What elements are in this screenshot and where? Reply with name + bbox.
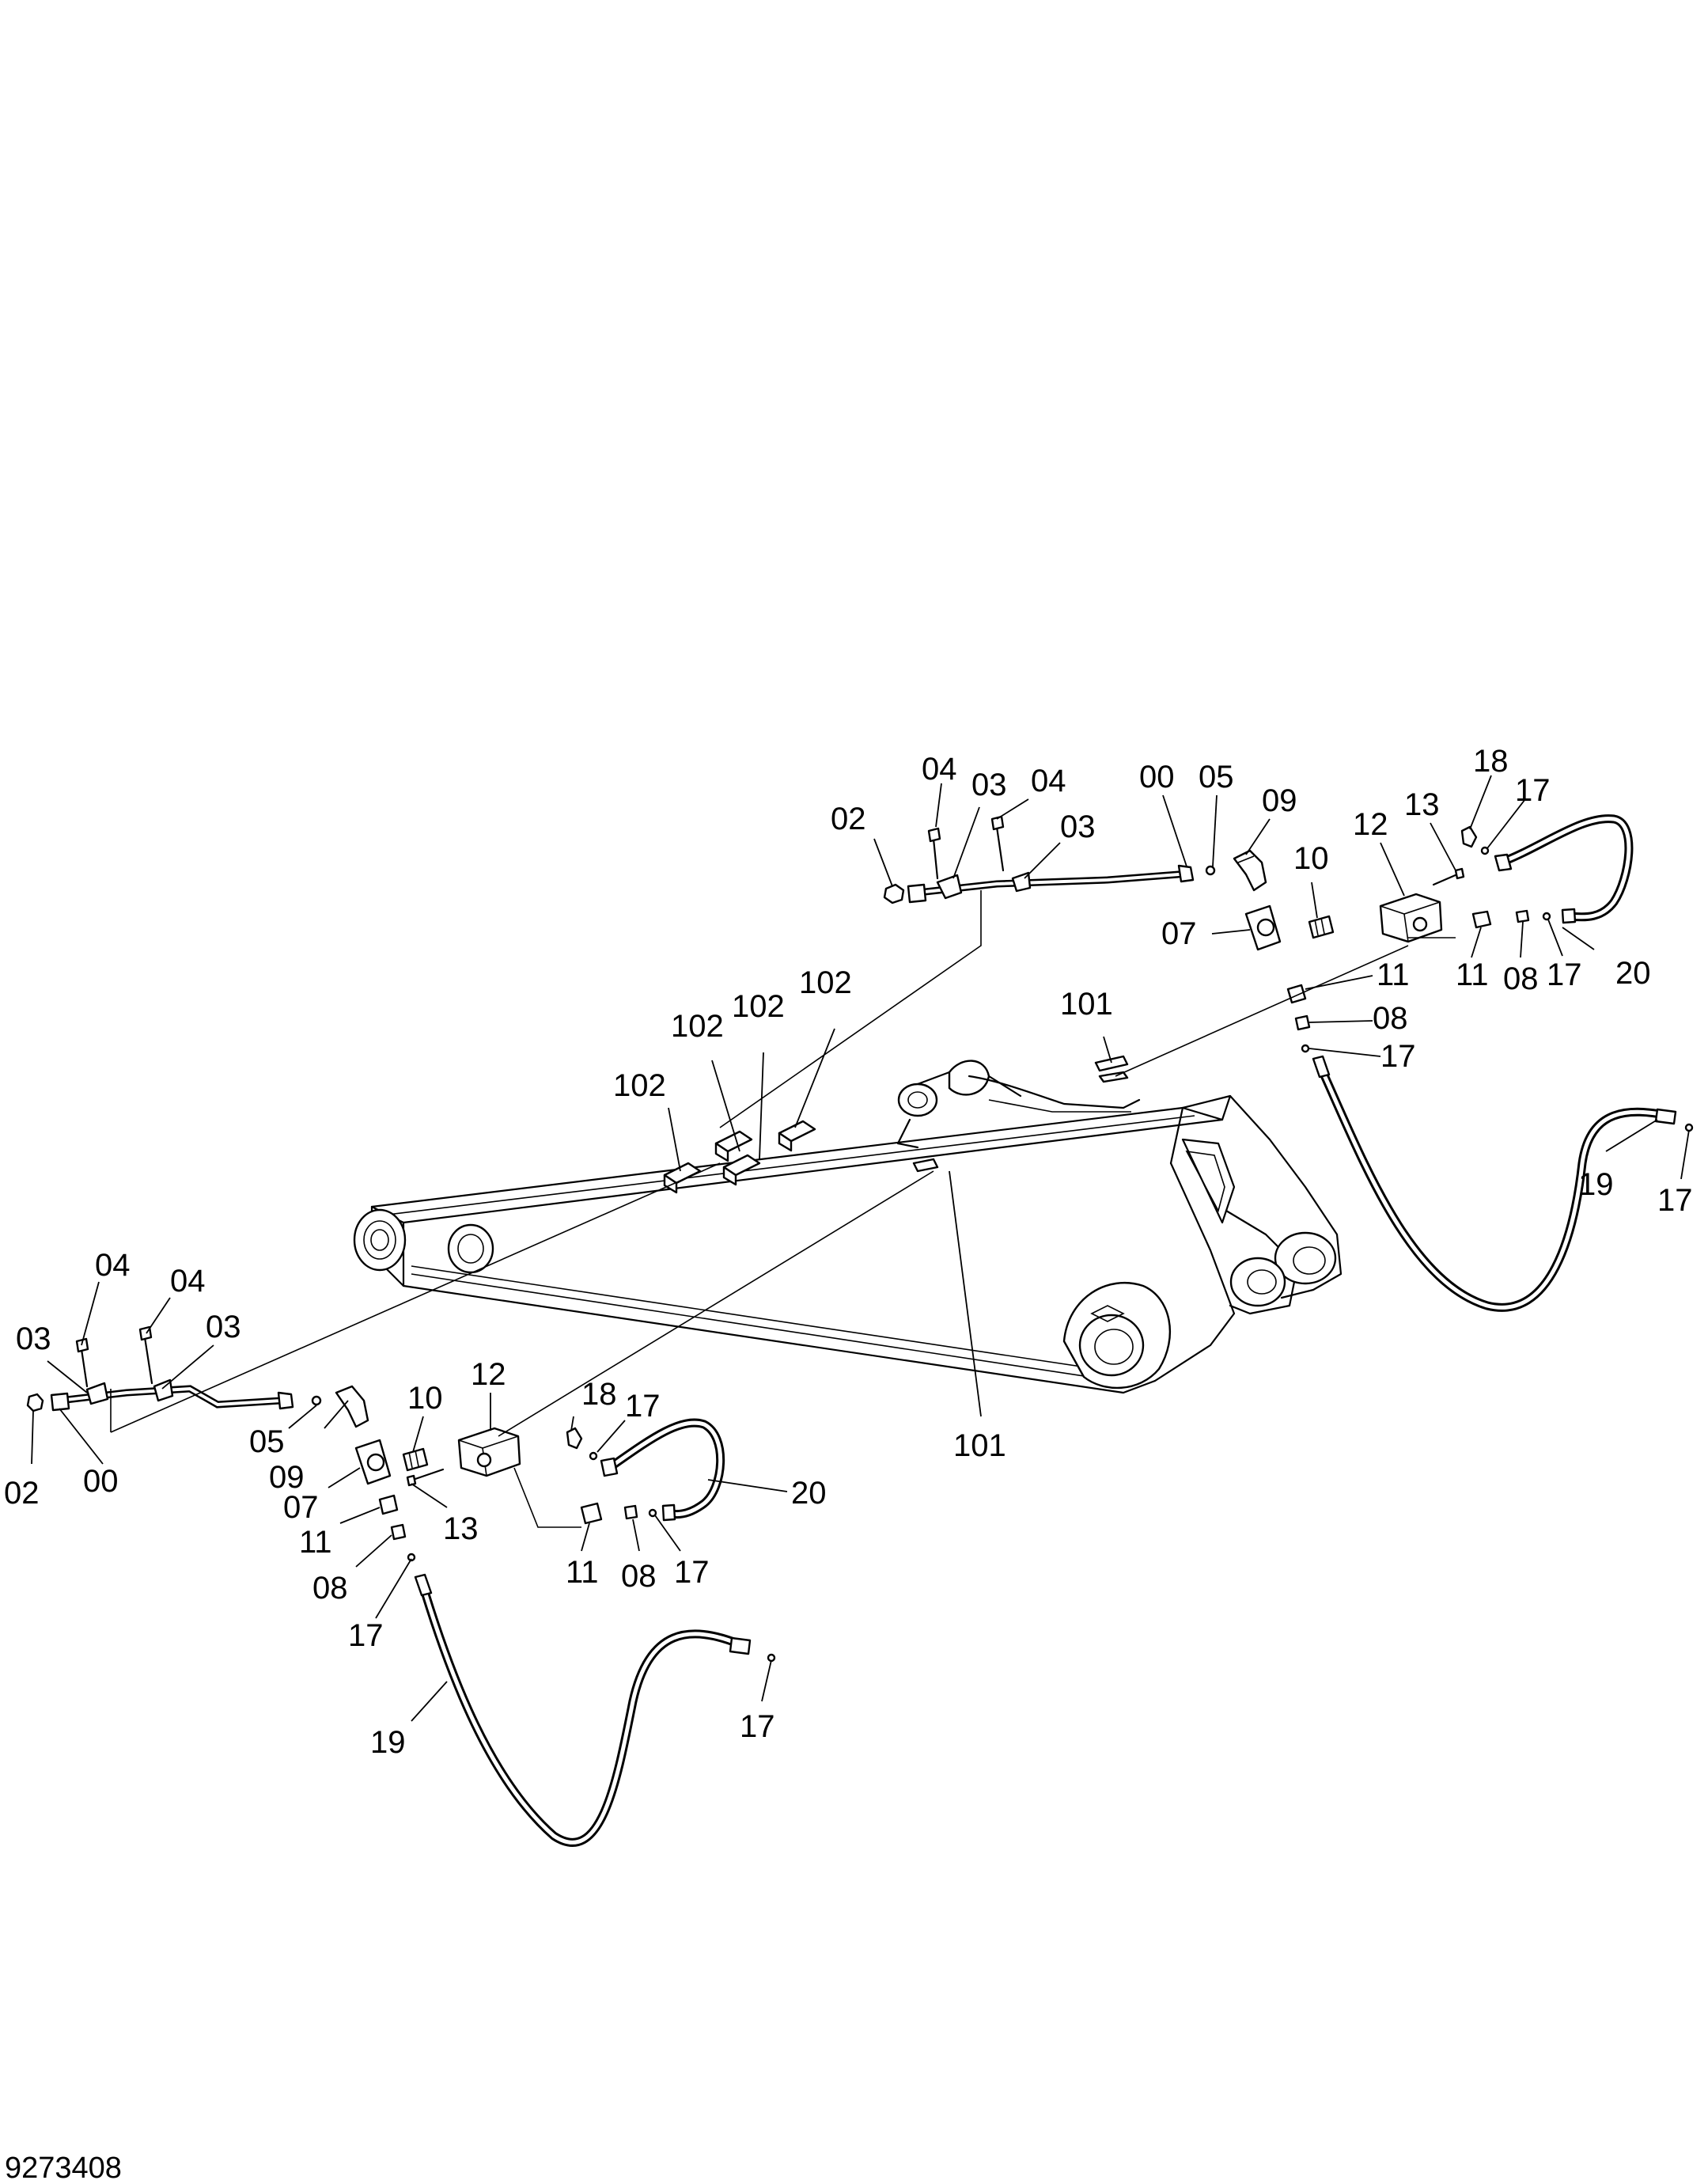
callout-04-top-a: 04: [922, 752, 957, 787]
callout-17-top-b: 17: [1380, 1039, 1416, 1074]
callout-11-top-a: 11: [1377, 957, 1410, 992]
callout-07-bot: 07: [283, 1490, 319, 1525]
callout-leaders: [31, 775, 1690, 1722]
top-pipe-assembly: [883, 814, 1694, 1312]
callout-18-bot: 18: [581, 1377, 617, 1412]
callout-17-top-d: 17: [1657, 1183, 1693, 1218]
callout-04-top-b: 04: [1031, 764, 1066, 798]
callout-17-bot-a: 17: [625, 1389, 661, 1424]
drawing-number: 9273408: [5, 2152, 122, 2184]
bottom-pipe-assembly: [26, 1325, 776, 1847]
boom-arm: [353, 1060, 1343, 1394]
callout-102-d: 102: [799, 965, 852, 1000]
callout-04-bot-a: 04: [95, 1248, 131, 1283]
callout-03-top-b: 03: [1060, 810, 1096, 844]
callout-102-b: 102: [671, 1009, 724, 1044]
callout-04-bot-b: 04: [170, 1264, 206, 1299]
callout-19-bot: 19: [370, 1725, 406, 1760]
callout-17-bot-b: 17: [348, 1618, 384, 1653]
callout-17-top-a: 17: [1515, 773, 1551, 808]
callout-101-top: 101: [1060, 987, 1113, 1022]
callout-11-bot-a: 11: [299, 1525, 332, 1560]
callout-12-top: 12: [1353, 807, 1388, 842]
callout-08-top-b: 08: [1503, 961, 1539, 996]
callout-13-top: 13: [1404, 787, 1440, 822]
callout-102-a: 102: [613, 1068, 666, 1103]
connection-lines: [110, 890, 1456, 1528]
callout-09-bot: 09: [269, 1460, 305, 1495]
callout-19-top: 19: [1578, 1167, 1614, 1202]
callout-17-top-c: 17: [1547, 957, 1582, 992]
callout-17-bot-c: 17: [674, 1555, 710, 1590]
callout-18-top: 18: [1473, 744, 1509, 779]
callout-20-top: 20: [1615, 956, 1651, 991]
callout-05-top: 05: [1199, 760, 1234, 794]
callout-labels: 02 04 03 04 03 00 05 09 10 12 13 18 17 0…: [4, 744, 1693, 1760]
callout-102-c: 102: [732, 989, 785, 1024]
callout-03-bot-a: 03: [16, 1321, 51, 1356]
callout-00-bot: 00: [83, 1464, 119, 1499]
callout-13-bot: 13: [443, 1511, 479, 1546]
callout-10-bot: 10: [407, 1381, 443, 1416]
nut-02-top: [883, 883, 905, 904]
callout-02-bot: 02: [4, 1476, 40, 1511]
callout-11-top-b: 11: [1456, 957, 1489, 992]
callout-08-top-a: 08: [1373, 1001, 1408, 1036]
callout-07-top: 07: [1161, 916, 1197, 951]
callout-12-bot: 12: [471, 1357, 506, 1392]
callout-101-bottom: 101: [953, 1428, 1006, 1463]
callout-03-bot-b: 03: [206, 1310, 241, 1344]
callout-05-bot: 05: [249, 1424, 285, 1459]
callout-09-top: 09: [1262, 783, 1297, 818]
callout-03-top-a: 03: [971, 768, 1007, 802]
callout-10-top: 10: [1293, 841, 1329, 876]
callout-20-bot: 20: [791, 1476, 827, 1511]
callout-08-bot-b: 08: [621, 1559, 657, 1594]
callout-02-top: 02: [831, 802, 866, 836]
callout-17-bot-d: 17: [740, 1709, 775, 1744]
callout-08-bot-a: 08: [312, 1571, 348, 1606]
callout-11-bot-b: 11: [566, 1555, 599, 1590]
callout-00-top: 00: [1139, 760, 1175, 794]
